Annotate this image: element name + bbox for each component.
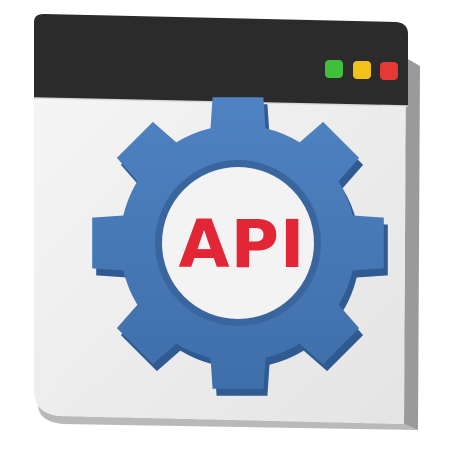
red-dot-button[interactable] (380, 62, 398, 80)
window-side (404, 58, 420, 430)
green-dot-button[interactable] (325, 60, 343, 78)
title-bar (34, 14, 408, 106)
yellow-dot-button[interactable] (353, 61, 371, 79)
gear-hole (162, 167, 314, 319)
api-label: API (178, 206, 305, 283)
window-bottom-edge (38, 402, 418, 430)
